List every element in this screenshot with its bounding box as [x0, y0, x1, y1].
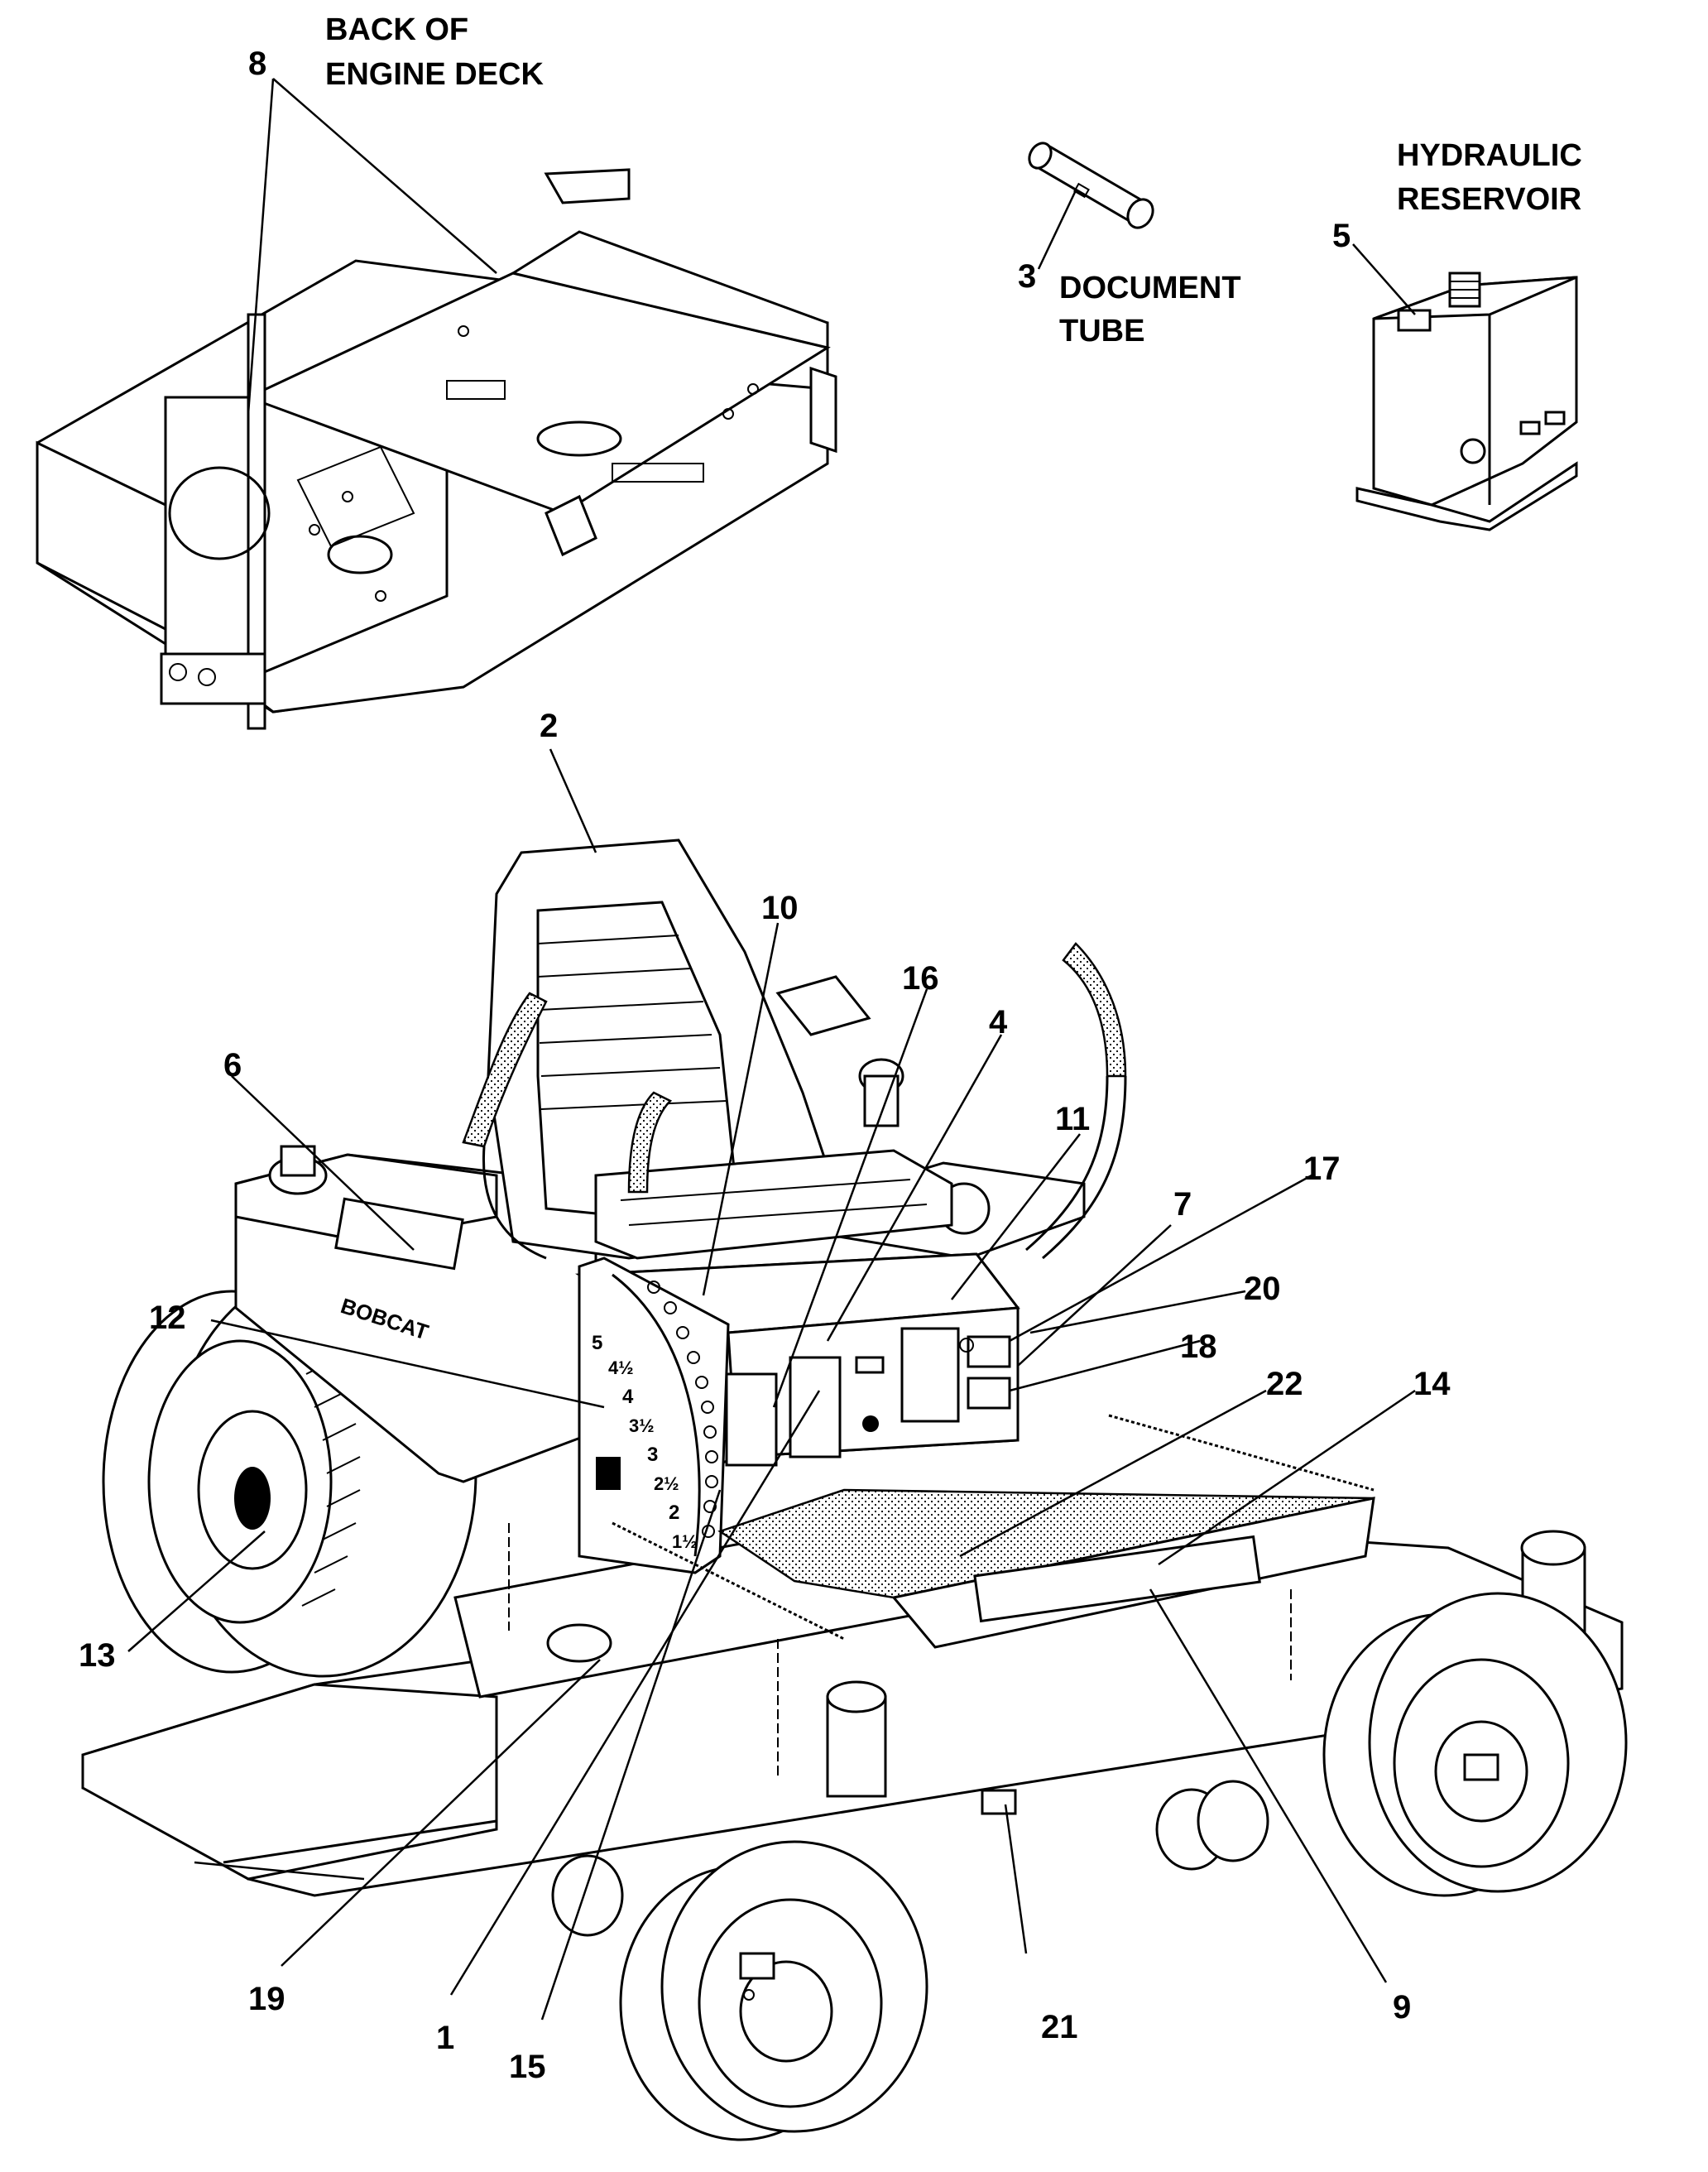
gauge-mark-3: 3: [647, 1444, 658, 1466]
callout-5: 5: [1332, 218, 1351, 254]
reservoir-caption-line1: HYDRAULIC: [1397, 138, 1582, 173]
callout-20: 20: [1244, 1271, 1281, 1307]
leader-lines: [127, 78, 1416, 2021]
callout-13: 13: [79, 1637, 116, 1674]
callout-22: 22: [1266, 1366, 1303, 1402]
engine-deck-illustration: [36, 168, 837, 730]
document-tube-caption-line1: DOCUMENT: [1059, 271, 1241, 305]
callout-15: 15: [509, 2049, 546, 2085]
gauge-mark-3-5: 3½: [629, 1415, 655, 1436]
callout-16: 16: [902, 960, 939, 997]
mower-illustration: 5 4½ 4 3½ 3 2½ 2 1½ BOBCAT: [81, 839, 1628, 2141]
hydraulic-reservoir-illustration: [1355, 272, 1578, 531]
callout-1: 1: [436, 2020, 454, 2056]
callout-18: 18: [1180, 1329, 1217, 1365]
callout-9: 9: [1393, 1989, 1411, 2025]
callout-12: 12: [149, 1300, 186, 1336]
gauge-mark-4-5: 4½: [608, 1358, 634, 1378]
callout-19: 19: [248, 1981, 285, 2017]
callout-11: 11: [1055, 1101, 1090, 1137]
callout-numbers: 8 3 5 2 10 16 4 6 11 17 7 20 12 18 22 14…: [79, 46, 1451, 2085]
gauge-mark-4: 4: [622, 1386, 634, 1408]
gauge-mark-2-5: 2½: [654, 1473, 679, 1494]
callout-4: 4: [989, 1004, 1008, 1040]
reservoir-caption-line2: RESERVOIR: [1397, 182, 1581, 217]
callout-3: 3: [1018, 258, 1036, 295]
gauge-mark-1-5: 1½: [672, 1531, 698, 1552]
engine-deck-caption-line1: BACK OF: [325, 12, 468, 47]
callout-17: 17: [1303, 1151, 1341, 1187]
callout-14: 14: [1413, 1366, 1451, 1402]
callout-21: 21: [1041, 2009, 1078, 2045]
document-tube-caption-line2: TUBE: [1059, 314, 1144, 348]
callout-7: 7: [1173, 1186, 1192, 1223]
document-tube-illustration: [1028, 142, 1154, 229]
captions: BACK OF ENGINE DECK DOCUMENT TUBE HYDRAU…: [325, 12, 1582, 348]
height-gauge-scale: 5 4½ 4 3½ 3 2½ 2 1½: [592, 1332, 698, 1552]
gauge-mark-2: 2: [669, 1502, 679, 1524]
gauge-mark-5: 5: [592, 1332, 602, 1354]
callout-10: 10: [761, 890, 799, 926]
callout-8: 8: [248, 46, 266, 82]
callout-6: 6: [223, 1047, 242, 1084]
engine-deck-caption-line2: ENGINE DECK: [325, 57, 544, 92]
callout-2: 2: [540, 708, 558, 744]
